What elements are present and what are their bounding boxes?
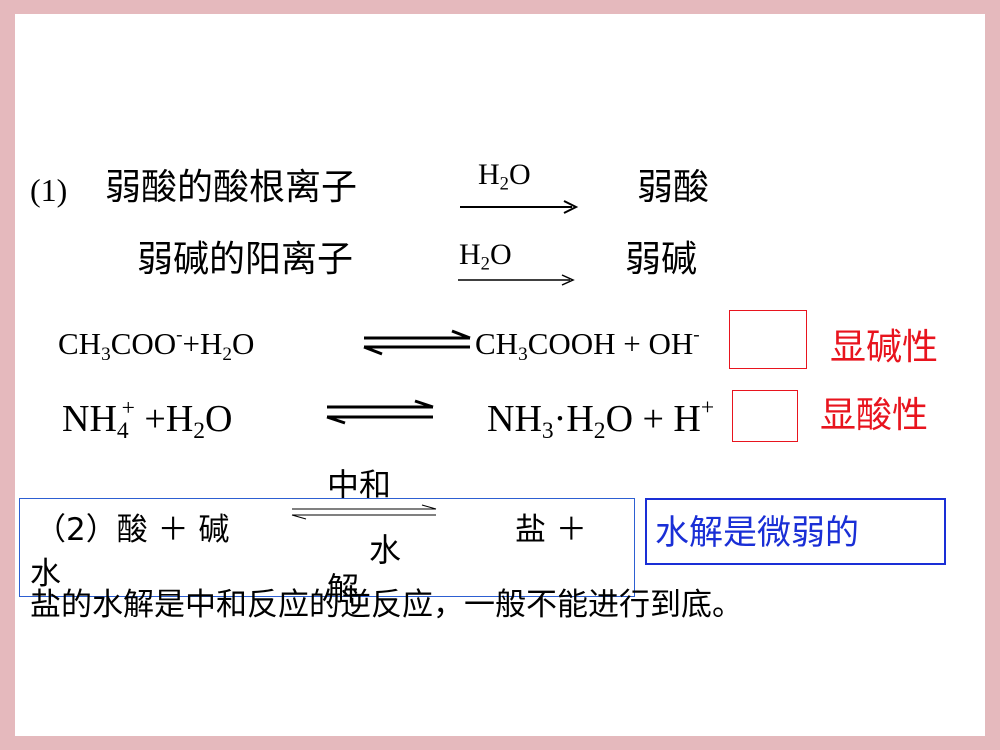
equilibrium-arrow-2 <box>326 399 434 425</box>
weak-base-text: 弱碱 <box>625 239 698 280</box>
arrow-1 <box>460 200 579 214</box>
weak-acid-text: 弱酸 <box>637 167 710 208</box>
salt-plus-text: 盐 ＋ <box>515 512 587 548</box>
arrow-2 <box>458 274 575 286</box>
slide: (1) 弱酸的酸根离子 H2O 弱酸 弱碱的阳离子 H2O 弱碱 CH3COO-… <box>15 14 985 736</box>
hydrolysis-word-1: 水 <box>369 531 402 569</box>
reaction-box <box>19 498 635 597</box>
water-wrap-text: 水 <box>30 556 61 592</box>
ammonium-products: NH3·H2O + H+ <box>487 394 715 445</box>
neutralization-word: 中和 <box>327 466 392 504</box>
hydroxide-highlight-box <box>729 310 807 369</box>
shows-basic-label: 显碱性 <box>830 327 939 368</box>
reversible-arrow <box>291 504 437 520</box>
acetate-reactants: CH3COO-+H2O <box>58 324 255 365</box>
ammonium-reactants: NH4+ +H2O <box>62 394 233 445</box>
hydrolysis-note-box <box>645 498 946 565</box>
hydrolysis-word-2: 解 <box>327 570 360 608</box>
equilibrium-arrow-1 <box>363 329 471 356</box>
hydrogen-ion-highlight-box <box>732 390 798 442</box>
weak-acid-anion-text: 弱酸的酸根离子 <box>105 167 358 208</box>
weak-base-cation-text: 弱碱的阳离子 <box>137 239 354 280</box>
shows-acidic-label: 显酸性 <box>820 395 929 436</box>
conclusion-text: 盐的水解是中和反应的逆反应，一般不能进行到底。 <box>30 587 743 623</box>
water-over-arrow-1: H2O <box>478 158 531 195</box>
item-number-1: (1) <box>30 172 68 208</box>
acid-plus-base-text: （2）酸 ＋ 碱 <box>35 512 230 548</box>
acetate-products: CH3COOH + OH- <box>475 324 700 365</box>
hydrolysis-weak-note: 水解是微弱的 <box>655 513 859 553</box>
water-over-arrow-2: H2O <box>459 238 512 275</box>
